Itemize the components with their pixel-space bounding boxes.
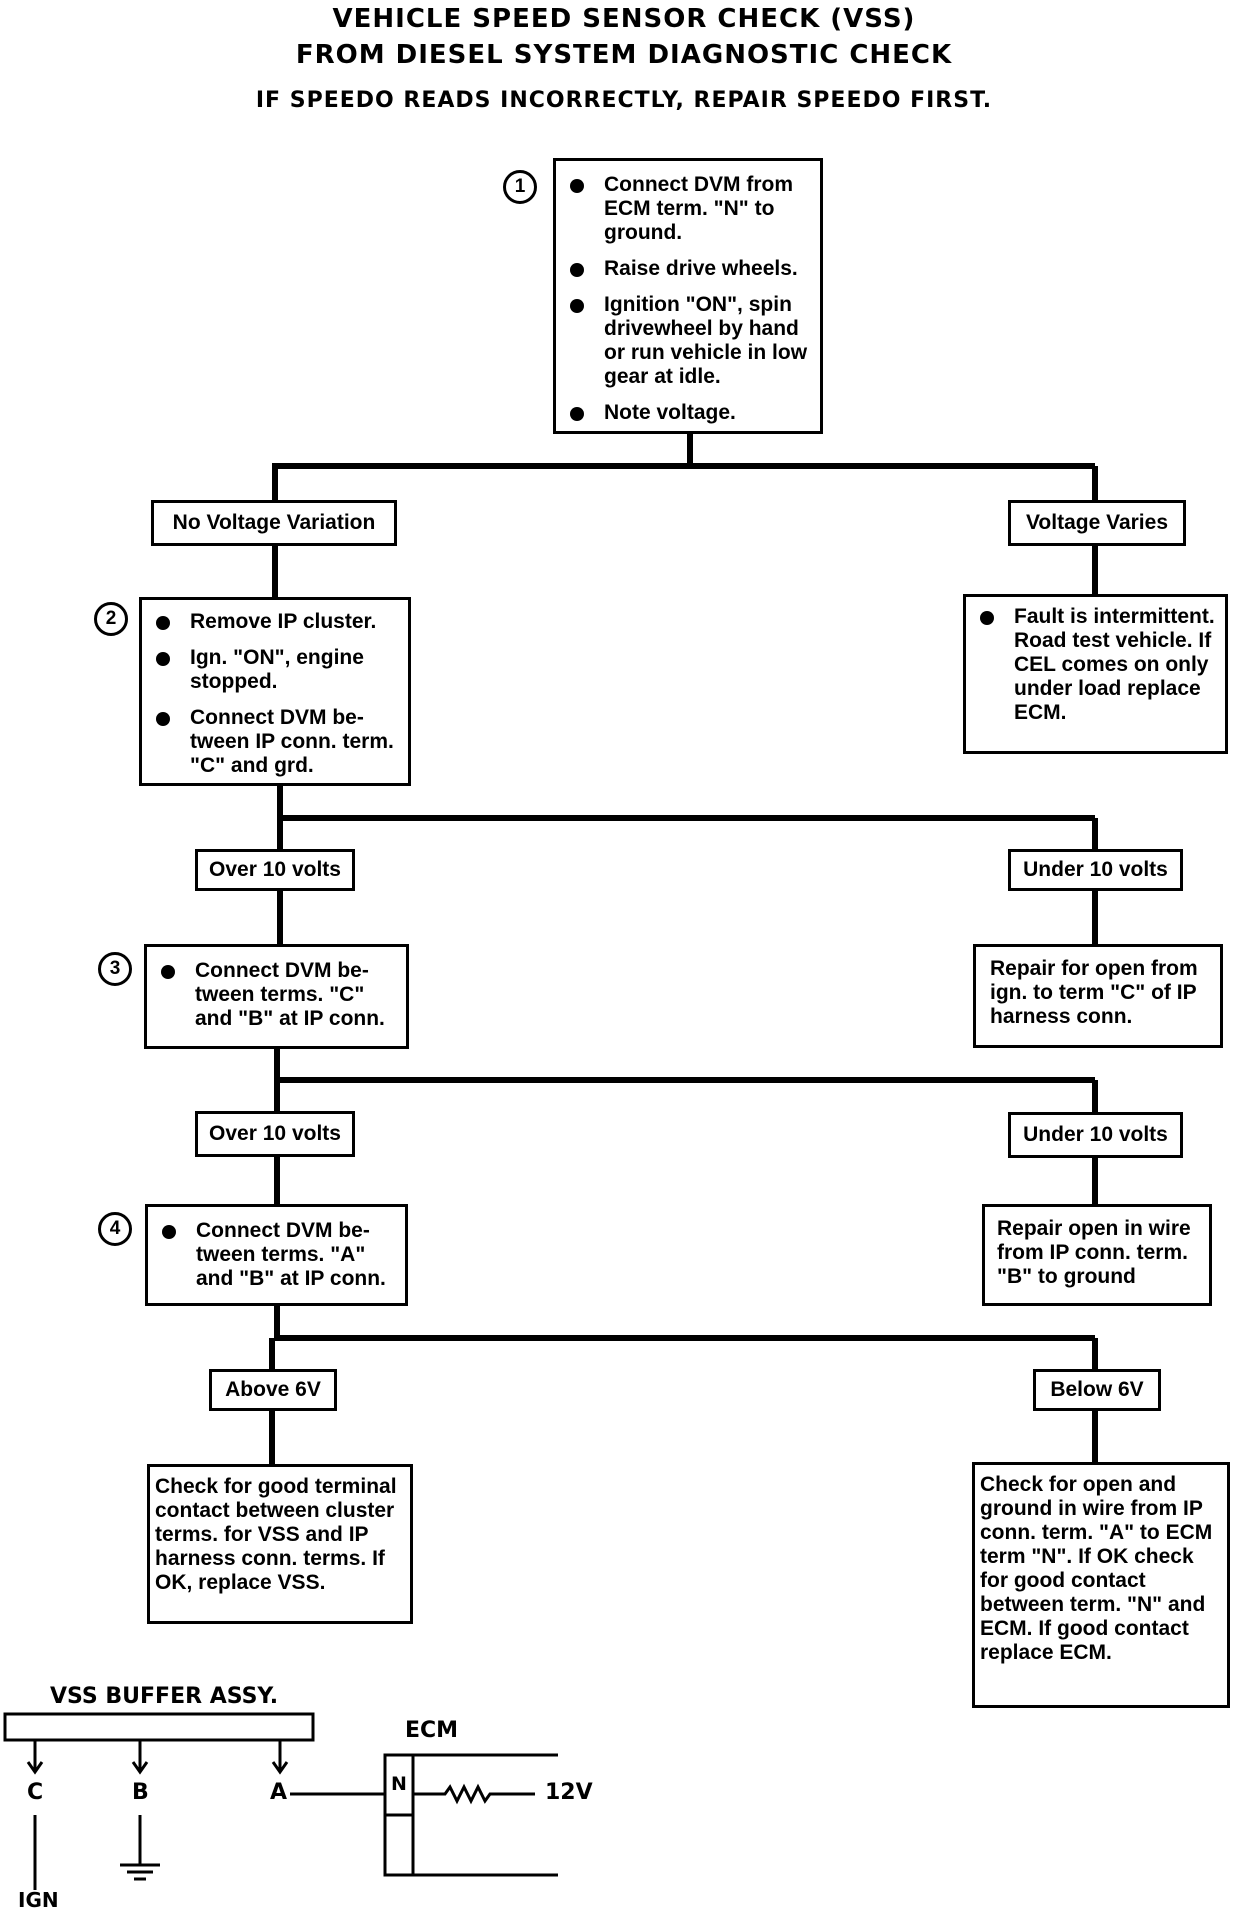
step-1-bullet: Raise drive wheels. <box>556 257 816 281</box>
branch-above-6v: Above 6V <box>209 1369 337 1411</box>
result-check-open-ground-text: Check for open and ground in wire from I… <box>980 1473 1213 1664</box>
chart-title-line2: FROM DIESEL SYSTEM DIAGNOSTIC CHECK <box>295 40 953 70</box>
result-check-terminal-box: Check for good terminal contact between … <box>147 1464 413 1624</box>
pin-c-label: C <box>27 1780 44 1805</box>
step-2-bullet: Connect DVM be-tween IP conn. term. "C" … <box>142 706 404 778</box>
vss-buffer-label: VSS BUFFER ASSY. <box>50 1684 279 1709</box>
step-2-box: Remove IP cluster. Ign. "ON", engine sto… <box>139 597 411 786</box>
voltage-12v-label: 12V <box>545 1780 593 1805</box>
result-repair-open-ign-box: Repair for open from ign. to term "C" of… <box>973 944 1223 1048</box>
step-2-bullets: Remove IP cluster. Ign. "ON", engine sto… <box>142 610 404 778</box>
step-3-box: Connect DVM be-tween terms. "C" and "B" … <box>144 944 409 1049</box>
step-4-number: 4 <box>98 1212 132 1246</box>
result-intermittent-text: Fault is intermittent. Road test vehicle… <box>966 605 1221 725</box>
step-4-bullet: Connect DVM be-tween terms. "A" and "B" … <box>148 1219 401 1291</box>
result-check-terminal-text: Check for good terminal contact between … <box>155 1475 397 1594</box>
branch-over-10-volts-b: Over 10 volts <box>195 1111 355 1157</box>
result-repair-open-wire-box: Repair open in wire from IP conn. term. … <box>982 1204 1212 1306</box>
step-1-bullet: Connect DVM from ECM term. "N" to ground… <box>556 173 816 245</box>
branch-below-6v: Below 6V <box>1033 1369 1161 1411</box>
step-3-number: 3 <box>98 952 132 986</box>
result-check-open-ground-box: Check for open and ground in wire from I… <box>972 1462 1230 1708</box>
result-intermittent-list: Fault is intermittent. Road test vehicle… <box>966 605 1221 725</box>
result-intermittent-box: Fault is intermittent. Road test vehicle… <box>963 594 1228 754</box>
branch-no-voltage-variation: No Voltage Variation <box>151 500 397 546</box>
step-1-bullet: Ignition "ON", spin drivewheel by hand o… <box>556 293 816 389</box>
ign-label: IGN <box>18 1888 59 1912</box>
branch-over-10-volts-a: Over 10 volts <box>195 849 355 891</box>
ecm-pin-n-label: N <box>391 1773 407 1795</box>
step-1-bullet: Note voltage. <box>556 401 816 425</box>
ecm-label: ECM <box>405 1718 459 1743</box>
step-4-box: Connect DVM be-tween terms. "A" and "B" … <box>145 1204 408 1306</box>
step-3-bullets: Connect DVM be-tween terms. "C" and "B" … <box>147 959 402 1031</box>
step-1-bullets: Connect DVM from ECM term. "N" to ground… <box>556 173 816 425</box>
chart-title-line1: VEHICLE SPEED SENSOR CHECK (VSS) <box>332 4 916 34</box>
pin-b-label: B <box>132 1780 149 1805</box>
branch-under-10-volts-a: Under 10 volts <box>1008 849 1183 891</box>
step-3-bullet: Connect DVM be-tween terms. "C" and "B" … <box>147 959 402 1031</box>
step-2-number: 2 <box>94 602 128 636</box>
branch-under-10-volts-b: Under 10 volts <box>1008 1112 1183 1158</box>
step-2-bullet: Remove IP cluster. <box>142 610 404 634</box>
step-4-bullets: Connect DVM be-tween terms. "A" and "B" … <box>148 1219 401 1291</box>
step-2-bullet: Ign. "ON", engine stopped. <box>142 646 404 694</box>
chart-subtitle: IF SPEEDO READS INCORRECTLY, REPAIR SPEE… <box>255 88 993 113</box>
step-1-box: Connect DVM from ECM term. "N" to ground… <box>553 158 823 434</box>
branch-voltage-varies: Voltage Varies <box>1008 500 1186 546</box>
pin-a-label: A <box>270 1780 288 1805</box>
result-repair-open-ign-text: Repair for open from ign. to term "C" of… <box>990 957 1198 1028</box>
result-repair-open-wire-text: Repair open in wire from IP conn. term. … <box>997 1217 1191 1288</box>
step-1-number: 1 <box>503 170 537 204</box>
